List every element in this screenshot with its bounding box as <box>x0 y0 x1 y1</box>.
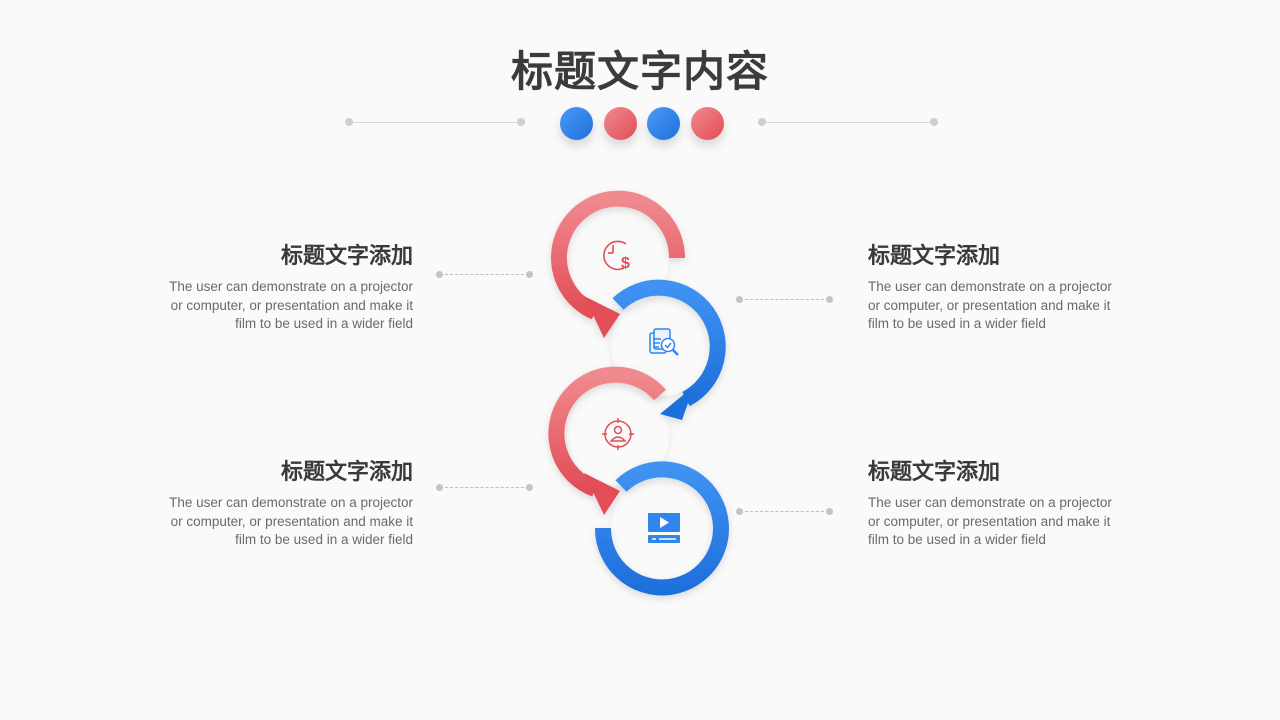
body-line: The user can demonstrate on a projector <box>868 279 1112 294</box>
deco-dot <box>345 118 353 126</box>
body-line: The user can demonstrate on a projector <box>169 279 413 294</box>
body-line: or computer, or presentation and make it <box>868 513 1111 529</box>
deco-dot <box>517 118 525 126</box>
step-3-body: The user can demonstrate on a projector … <box>133 494 413 550</box>
page-title: 标题文字内容 <box>510 47 769 96</box>
ring-3-disc <box>567 384 669 486</box>
document-search-check-icon <box>649 328 679 356</box>
body-line: film to be used in a wider field <box>868 532 1046 547</box>
deco-dot <box>758 118 766 126</box>
user-target-icon <box>602 418 634 450</box>
body-line: or computer, or presentation and make it <box>170 297 413 313</box>
step-1-body: The user can demonstrate on a projector … <box>133 278 413 334</box>
decor-ball-red <box>604 107 637 140</box>
ring-1-arrow <box>551 190 686 338</box>
deco-dot <box>930 118 938 126</box>
ring-4-arrow <box>594 461 729 596</box>
body-line: The user can demonstrate on a projector <box>169 495 413 510</box>
step-3-text: 标题文字添加 The user can demonstrate on a pro… <box>133 458 413 550</box>
body-line: film to be used in a wider field <box>235 532 413 547</box>
step-1-heading: 标题文字添加 <box>280 244 413 269</box>
step-2-body: The user can demonstrate on a projector … <box>868 278 1148 334</box>
step-2-text: 标题文字添加 The user can demonstrate on a pro… <box>868 242 1148 334</box>
video-player-icon <box>648 513 680 543</box>
decor-ball-blue <box>647 107 680 140</box>
step-4-text: 标题文字添加 The user can demonstrate on a pro… <box>868 458 1148 550</box>
step-1-text: 标题文字添加 The user can demonstrate on a pro… <box>133 242 413 334</box>
step-3-heading: 标题文字添加 <box>280 460 413 485</box>
ring-2-arrow <box>612 279 726 420</box>
svg-text:$: $ <box>621 255 630 272</box>
clock-dollar-icon: $ <box>603 240 630 272</box>
body-line: or computer, or presentation and make it <box>170 513 413 529</box>
body-line: film to be used in a wider field <box>235 316 413 331</box>
ring-3-arrow <box>548 366 667 515</box>
deco-line-left <box>349 122 521 123</box>
deco-line-right <box>762 122 934 123</box>
decor-ball-blue <box>560 107 593 140</box>
decor-ball-red <box>691 107 724 140</box>
body-line: The user can demonstrate on a projector <box>868 495 1112 510</box>
step-4-body: The user can demonstrate on a projector … <box>868 494 1148 550</box>
step-2-heading: 标题文字添加 <box>868 244 1001 269</box>
body-line: or computer, or presentation and make it <box>868 297 1111 313</box>
step-4-heading: 标题文字添加 <box>868 460 1001 485</box>
body-line: film to be used in a wider field <box>868 316 1046 331</box>
